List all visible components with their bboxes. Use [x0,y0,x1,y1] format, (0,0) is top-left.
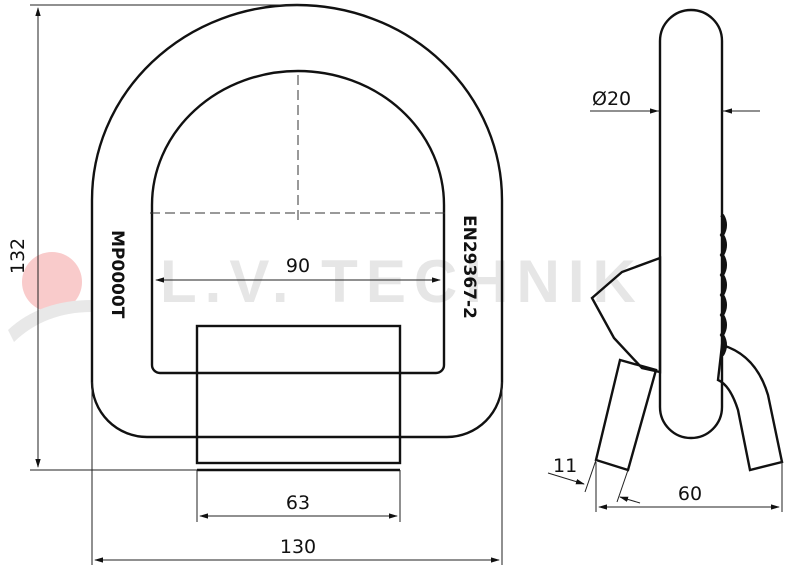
watermark-text: L.V. TECHNIK [160,248,644,315]
right-leg [716,343,784,472]
front-dimensions: 132 90 63 130 [7,4,503,565]
side-mounting-block [590,256,662,374]
side-view: Ø20 11 60 [547,8,784,512]
front-view: MP0000T EN29367-2 [90,3,504,472]
height-label: 132 [7,238,29,274]
left-leg [594,358,658,472]
diameter-label: Ø20 [592,88,631,110]
leg-width-arrow-left [547,472,585,485]
watermark: L.V. TECHNIK [8,248,644,342]
marking-right: EN29367-2 [459,215,479,319]
mounting-base [195,324,402,465]
ring-rod [658,8,724,440]
base-width-label: 63 [286,492,310,514]
leg-width-arrow-right [619,496,641,504]
side-width-label: 60 [678,483,702,505]
overall-width-label: 130 [280,536,316,558]
d-ring-inner [150,69,446,375]
weld-seam [719,213,727,357]
marking-left: MP0000T [107,230,127,319]
d-ring-outer [90,3,504,439]
leg-width-label: 11 [553,455,577,477]
inner-width-label: 90 [286,255,310,277]
